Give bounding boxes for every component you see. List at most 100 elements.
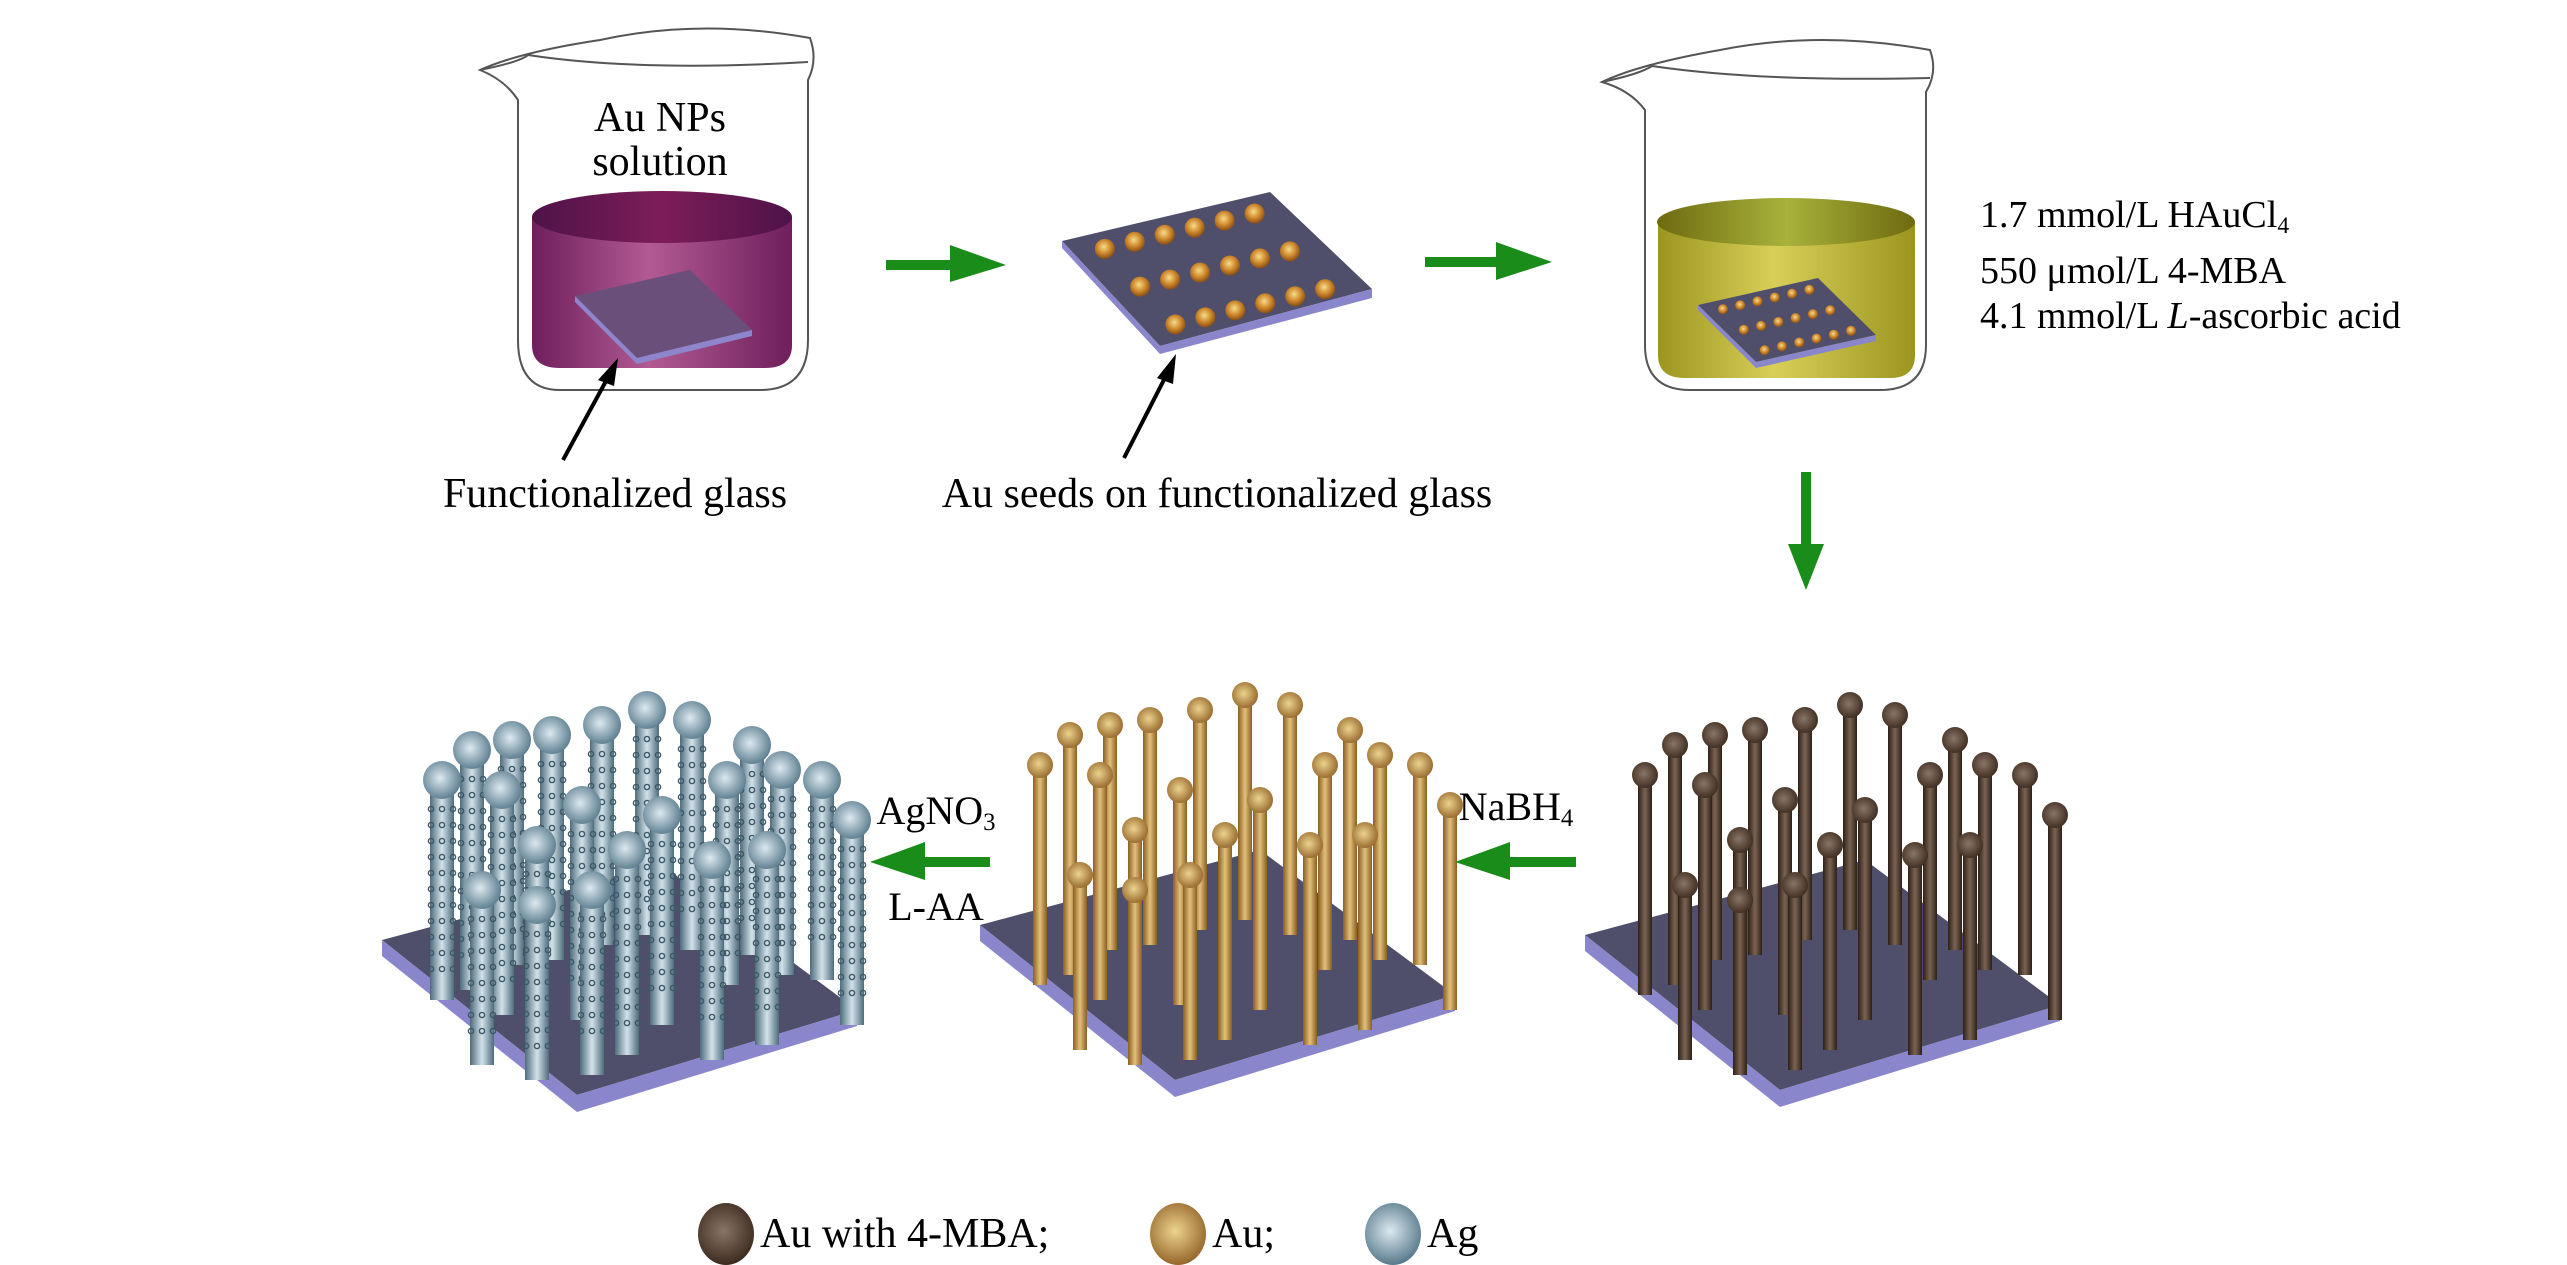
nanorod-tip	[1167, 777, 1193, 803]
legend-swatch-ag	[1365, 1203, 1421, 1265]
pointer-arrow-functionalized-glass	[561, 358, 618, 461]
nanorod	[1297, 832, 1323, 1045]
nanorod	[1247, 787, 1273, 1010]
nanorod-tip	[1027, 752, 1053, 778]
nanorod-tip	[1067, 862, 1093, 888]
au-seed	[1124, 231, 1145, 252]
au-seed	[1717, 304, 1728, 315]
au-seed	[1154, 224, 1175, 245]
nanorod	[463, 871, 501, 1065]
nanorod	[423, 761, 461, 1000]
nanorod-tip	[1177, 862, 1203, 888]
au-seed	[1195, 307, 1216, 328]
nanorod-tip	[1942, 727, 1968, 753]
au-seed	[1244, 203, 1265, 224]
nanorod	[1232, 682, 1258, 920]
nanorod-tip	[1297, 832, 1323, 858]
nanorod-tip	[423, 761, 461, 799]
label-agno3: AgNO3	[876, 788, 996, 837]
nanorod-tip	[1312, 752, 1338, 778]
au-seed	[1315, 279, 1336, 300]
beaker-rim	[479, 53, 809, 71]
nanorod	[748, 831, 786, 1045]
au-seed	[1255, 293, 1276, 314]
au-seed	[1773, 316, 1784, 327]
nanorod-tip	[1232, 682, 1258, 708]
nanorod-tip	[1742, 717, 1768, 743]
nanorod-tip	[1122, 817, 1148, 843]
au-seed	[1214, 210, 1235, 231]
nanorod	[573, 871, 611, 1075]
nanorod-tip	[1337, 717, 1363, 743]
nanorod-tip	[708, 761, 746, 799]
nanorod-tip	[533, 716, 571, 754]
nanorod-tip	[453, 731, 491, 769]
nanorod-tip	[1817, 832, 1843, 858]
seeded-substrate-in-solution	[1698, 278, 1876, 368]
nanorod	[1782, 872, 1808, 1070]
beaker-rim-2	[1601, 64, 1931, 83]
label-l-aa: L-AA	[888, 884, 984, 929]
au-seed	[1160, 269, 1181, 290]
nanorod-tip	[1672, 872, 1698, 898]
nanorod	[1212, 822, 1238, 1040]
legend-item-au-4mba: Au with 4-MBA;	[698, 1203, 1049, 1265]
growth-reagent-list: 1.7 mmol/L HAuCl4 550 μmol/L 4-MBA 4.1 m…	[1980, 193, 2401, 339]
nanorod-tip	[1277, 692, 1303, 718]
au-seed	[1790, 313, 1801, 324]
au-seed	[1219, 255, 1240, 276]
nanorod-array-ag	[382, 691, 871, 1112]
nanorod-tip	[1692, 772, 1718, 798]
beaker-au-nps	[477, 27, 815, 461]
label-au-seeds: Au seeds on functionalized glass	[941, 471, 1493, 517]
nanorod	[1672, 872, 1698, 1060]
nanorod-tip	[608, 831, 646, 869]
nanorod-tip	[1057, 722, 1083, 748]
nanorod-tip	[518, 826, 556, 864]
nanorod-tip	[1212, 822, 1238, 848]
nanorod-array-au	[980, 682, 1463, 1097]
nanorod-tip	[1782, 872, 1808, 898]
au-seed	[1752, 296, 1763, 307]
au-seed	[1756, 320, 1767, 331]
nanorod	[693, 841, 731, 1060]
nanorod	[1942, 727, 1968, 950]
nanorod	[1177, 862, 1203, 1060]
au-seed	[1735, 300, 1746, 311]
nanorod-tip	[1662, 732, 1688, 758]
nanorod	[1027, 752, 1053, 985]
nanorod	[833, 801, 871, 1025]
au-seed	[1285, 286, 1306, 307]
nanorod	[1837, 692, 1863, 930]
nanorod-tip	[583, 706, 621, 744]
nanorod	[1632, 762, 1658, 995]
nanorod	[1917, 762, 1943, 980]
nanorod-tip	[1727, 887, 1753, 913]
nanorod	[1337, 717, 1363, 940]
nanorod-tip	[1882, 702, 1908, 728]
nanorod-tip	[693, 841, 731, 879]
nanorod-tip	[1972, 752, 1998, 778]
nanorod-tip	[1957, 832, 1983, 858]
nanorod-tip	[673, 701, 711, 739]
nanorod-tip	[463, 871, 501, 909]
nanorod-tip	[493, 721, 531, 759]
au-seed-dots-small	[1717, 284, 1857, 356]
nanorod-tip	[1187, 697, 1213, 723]
process-arrow-down	[1788, 472, 1824, 590]
reagent-ascorbic-acid: 4.1 mmol/L L-ascorbic acid	[1980, 294, 2401, 337]
au-seed	[1846, 325, 1857, 336]
au-seed	[1279, 241, 1300, 262]
nanorod	[1852, 797, 1878, 1020]
glass-substrate	[575, 270, 752, 364]
nanorod-tip	[1792, 707, 1818, 733]
nanorod	[608, 831, 646, 1055]
nanorod	[643, 796, 681, 1025]
nanorod	[1437, 792, 1463, 1010]
nanorod	[1407, 752, 1433, 965]
nanorod	[1122, 877, 1148, 1065]
legend-item-ag: Ag	[1365, 1203, 1478, 1265]
au-seed	[1249, 248, 1270, 269]
nanorod-tip	[1097, 712, 1123, 738]
nanorod-tip	[1087, 762, 1113, 788]
